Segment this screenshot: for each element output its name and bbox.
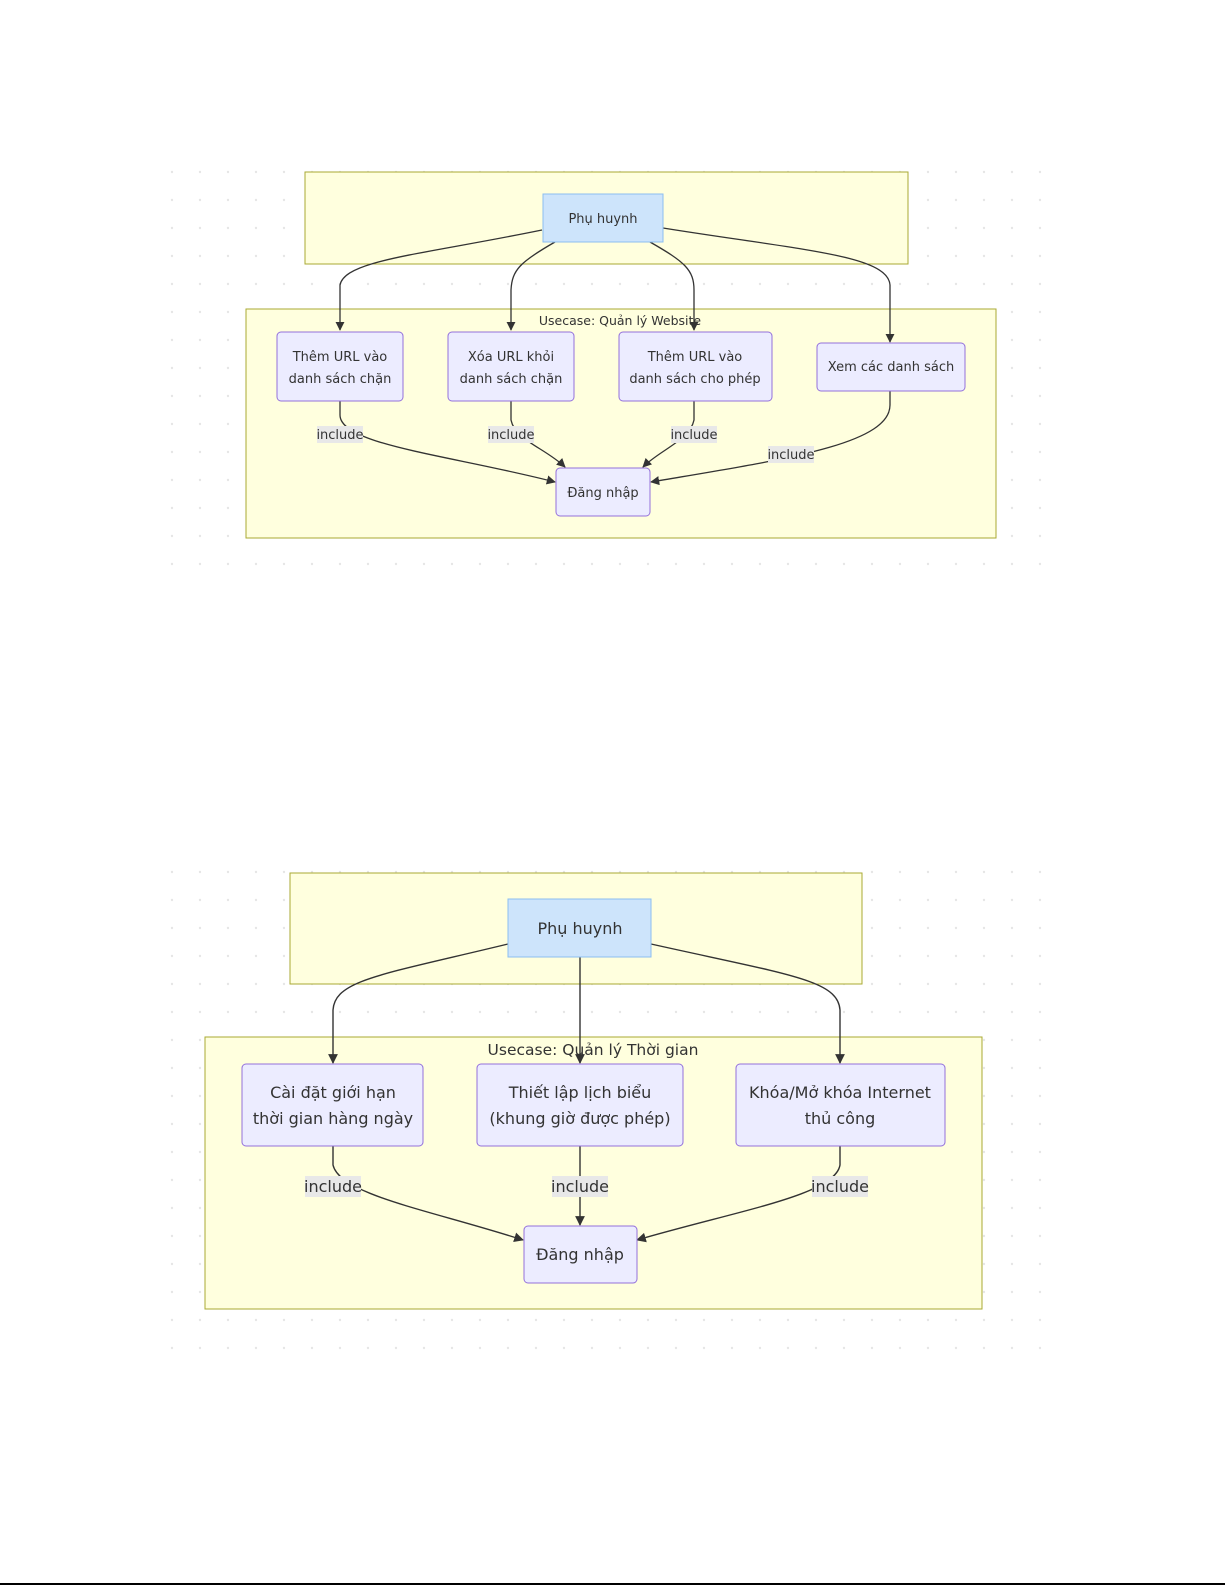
usecase-node: [735, 1063, 946, 1147]
actor-node: [542, 193, 664, 243]
actor-label: Phụ huynh: [568, 212, 637, 227]
usecase-label: Thiết lập lịch biểu: [508, 1083, 652, 1102]
edge-label-bg: [317, 426, 363, 443]
login-label: Đăng nhập: [536, 1245, 624, 1264]
usecase-label: Khóa/Mở khóa Internet: [749, 1083, 931, 1102]
edge-label: include: [811, 1177, 869, 1196]
edge-actor-to-usecase: [650, 943, 845, 1064]
usecase-label: Xóa URL khỏi: [468, 350, 554, 365]
login-node: [523, 1225, 638, 1284]
usecase-node: [447, 331, 575, 402]
usecase-node: [816, 342, 966, 392]
edge-actor-to-usecase: [506, 241, 556, 331]
usecase-label: Xem các danh sách: [828, 360, 954, 375]
edge-actor-to-usecase: [662, 227, 895, 343]
edge-include: [332, 1146, 524, 1242]
usecase-label: danh sách chặn: [289, 372, 392, 387]
edge-actor-to-usecase: [649, 241, 699, 331]
edge-label: include: [316, 428, 363, 443]
edge-label-bg: [488, 426, 534, 443]
usecase-label: thủ công: [805, 1109, 876, 1128]
actor-cluster: [304, 171, 909, 265]
edge-actor-to-usecase: [328, 943, 509, 1064]
login-label: Đăng nhập: [567, 486, 638, 501]
edge-actor-to-usecase: [335, 229, 543, 331]
usecase-label: thời gian hàng ngày: [253, 1109, 413, 1128]
diagram-time: Usecase: Quản lý Thời gian Phụ huynh Cài…: [204, 872, 983, 1310]
edge-label-bg: [812, 1176, 868, 1197]
usecase-label: danh sách chặn: [460, 372, 563, 387]
usecase-node: [618, 331, 773, 402]
actor-node: [507, 898, 652, 958]
usecase-label: danh sách cho phép: [629, 372, 760, 387]
edge-label-bg: [671, 426, 717, 443]
usecase-node: [241, 1063, 424, 1147]
edge-label: include: [670, 428, 717, 443]
edge-label: include: [304, 1177, 362, 1196]
usecase-label: Thêm URL vào: [647, 350, 743, 365]
edge-label: include: [767, 448, 814, 463]
edge-include: [650, 391, 891, 486]
edge-label-bg: [768, 446, 814, 463]
page-bottom-rule: [0, 1583, 1225, 1585]
cluster-title: Usecase: Quản lý Website: [539, 313, 702, 328]
edge-label: include: [487, 428, 534, 443]
usecase-node: [476, 1063, 684, 1147]
edge-label-bg: [552, 1176, 608, 1197]
edge-include: [339, 401, 556, 485]
usecase-label: Thêm URL vào: [292, 350, 388, 365]
edge-label: include: [551, 1177, 609, 1196]
actor-label: Phụ huynh: [537, 919, 622, 938]
usecase-label: (khung giờ được phép): [489, 1109, 670, 1128]
usecase-label: Cài đặt giới hạn: [270, 1083, 396, 1102]
login-node: [555, 467, 651, 517]
usecase-node: [276, 331, 404, 402]
edge-include: [636, 1146, 841, 1243]
cluster-title: Usecase: Quản lý Thời gian: [488, 1041, 699, 1059]
diagram-website: Usecase: Quản lý Website Phụ huynh Thêm …: [245, 171, 997, 539]
edge-label-bg: [305, 1176, 361, 1197]
